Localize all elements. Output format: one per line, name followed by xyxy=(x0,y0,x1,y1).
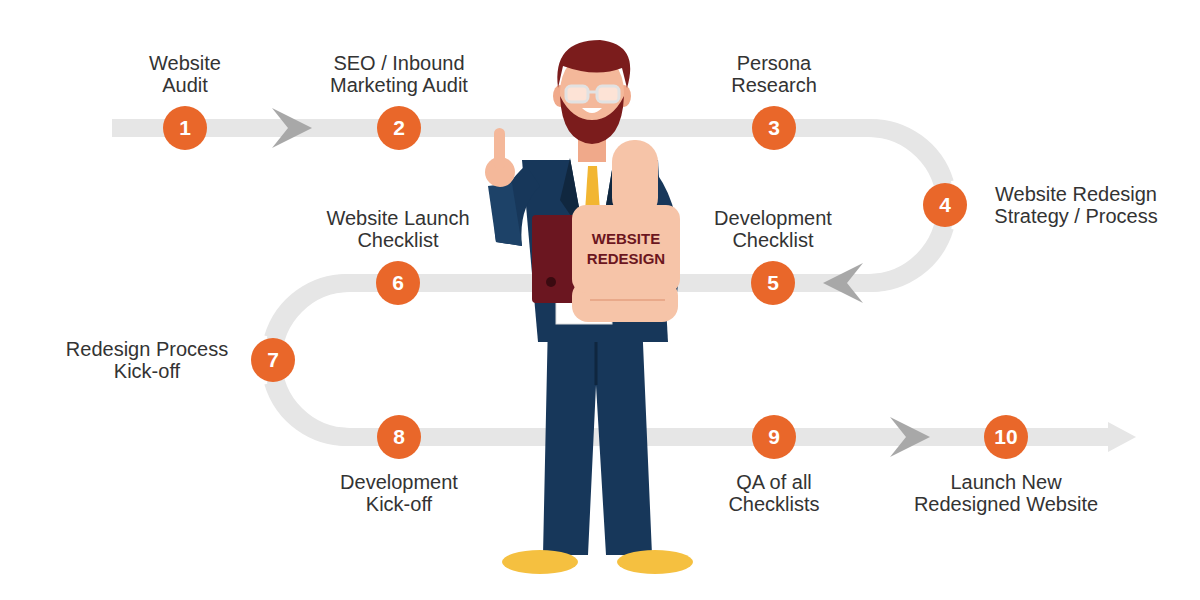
step-label: Website Launch Checklist xyxy=(318,207,478,251)
step-circle: Development Kick-off8 xyxy=(377,415,421,459)
flow-connector xyxy=(795,227,945,303)
step-number: 9 xyxy=(752,415,796,459)
arrow-head xyxy=(823,263,863,303)
illustration-part xyxy=(494,128,505,170)
step-label: Launch New Redesigned Website xyxy=(901,471,1111,515)
illustration-part xyxy=(617,550,693,574)
step-label: QA of all Checklists xyxy=(719,471,829,515)
step-circle: SEO / Inbound Marketing Audit2 xyxy=(377,106,421,150)
step-number: 5 xyxy=(751,261,795,305)
track-end-arrow xyxy=(1108,422,1136,452)
step-number: 7 xyxy=(251,338,295,382)
illustration-part xyxy=(488,183,522,246)
flow-connector xyxy=(796,128,945,183)
connector-line xyxy=(795,227,945,283)
step-number: 3 xyxy=(752,106,796,150)
step-label: Website Redesign Strategy / Process xyxy=(981,183,1171,227)
illustration-part xyxy=(566,86,588,102)
step-label: Development Checklist xyxy=(703,207,843,251)
step-number: 4 xyxy=(923,183,967,227)
illustration-part xyxy=(502,550,578,574)
arrow-head xyxy=(890,417,930,457)
thumb-card: WEBSITE REDESIGN xyxy=(572,205,680,293)
illustration-part xyxy=(582,108,602,113)
step-number: 8 xyxy=(377,415,421,459)
step-number: 6 xyxy=(376,261,420,305)
connector-line xyxy=(273,382,377,437)
flow-connector xyxy=(273,382,377,437)
step-number: 2 xyxy=(377,106,421,150)
illustration-part xyxy=(546,277,556,287)
arrow-head xyxy=(272,108,312,148)
illustration-part xyxy=(595,340,598,385)
step-number: 10 xyxy=(984,415,1028,459)
step-circle: Website Launch Checklist6 xyxy=(376,261,420,305)
step-circle: Redesign Process Kick-off7 xyxy=(251,338,295,382)
step-label: Redesign Process Kick-off xyxy=(57,338,237,382)
step-label: Development Kick-off xyxy=(329,471,469,515)
flow-connector xyxy=(273,283,376,338)
flow-connector xyxy=(796,417,984,457)
illustration-part xyxy=(590,299,665,301)
connector-line xyxy=(796,428,984,446)
connector-line xyxy=(273,283,376,338)
step-label: SEO / Inbound Marketing Audit xyxy=(312,52,487,96)
illustration-part xyxy=(597,86,619,102)
illustration-part xyxy=(557,40,630,88)
step-label: Website Audit xyxy=(125,52,245,96)
step-label: Persona Research xyxy=(719,52,829,96)
step-circle: Website Redesign Strategy / Process4 xyxy=(923,183,967,227)
step-circle: QA of all Checklists9 xyxy=(752,415,796,459)
illustration-part xyxy=(543,320,652,555)
step-circle: Development Checklist5 xyxy=(751,261,795,305)
flow-connector xyxy=(207,108,377,148)
step-number: 1 xyxy=(163,106,207,150)
illustration-part xyxy=(588,91,597,94)
step-circle: Website Audit1 xyxy=(163,106,207,150)
card-title: WEBSITE REDESIGN xyxy=(578,229,674,269)
step-circle: Launch New Redesigned Website10 xyxy=(984,415,1028,459)
connector-line xyxy=(796,128,945,183)
step-circle: Persona Research3 xyxy=(752,106,796,150)
